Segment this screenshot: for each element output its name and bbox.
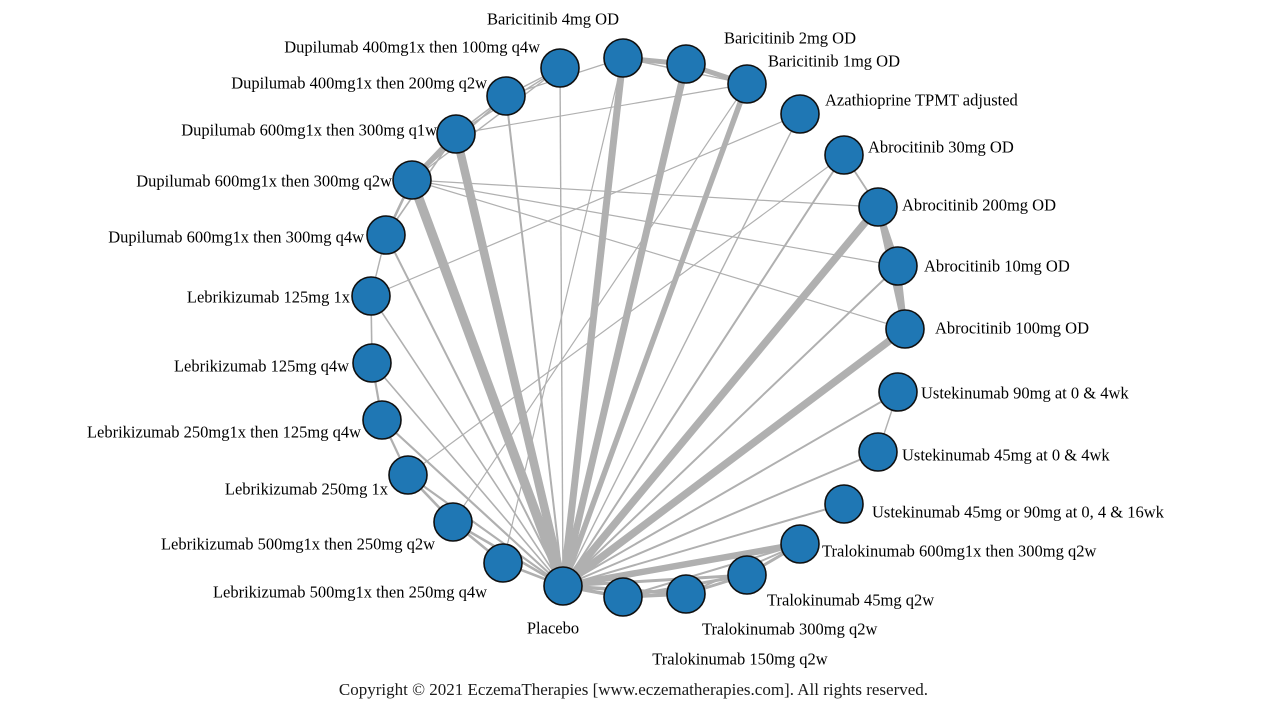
network-edge <box>560 83 750 587</box>
nodes-group <box>351 38 925 617</box>
network-node[interactable] <box>666 574 706 614</box>
network-edge <box>560 326 908 589</box>
network-node[interactable] <box>351 276 391 316</box>
network-edge <box>452 83 748 523</box>
network-node[interactable] <box>603 38 643 78</box>
network-edge <box>411 67 561 181</box>
network-edge <box>371 362 564 587</box>
network-node[interactable] <box>878 246 918 286</box>
network-edge <box>370 113 801 297</box>
network-node[interactable] <box>486 76 526 116</box>
network-node[interactable] <box>483 543 523 583</box>
network-edge <box>407 154 845 476</box>
network-edge <box>562 451 879 587</box>
copyright-notice: Copyright © 2021 EczemaTherapies [www.ec… <box>338 680 929 699</box>
network-edge <box>411 179 906 330</box>
network-node[interactable] <box>366 215 406 255</box>
network-edge <box>562 503 845 587</box>
network-node[interactable] <box>436 114 476 154</box>
network-node[interactable] <box>878 372 918 412</box>
network-node[interactable] <box>666 44 706 84</box>
network-node[interactable] <box>824 135 864 175</box>
network-node[interactable] <box>352 343 392 383</box>
network-node[interactable] <box>885 309 925 349</box>
network-edge <box>562 154 845 587</box>
network-edge <box>407 474 564 587</box>
network-edge <box>622 543 801 598</box>
network-node[interactable] <box>727 555 767 595</box>
network-edge <box>562 265 899 587</box>
network-node[interactable] <box>858 432 898 472</box>
network-edge <box>505 95 564 587</box>
network-edge <box>370 295 564 587</box>
network-edge <box>562 391 899 587</box>
network-node[interactable] <box>824 484 864 524</box>
network-edge <box>451 133 568 587</box>
network-edge <box>455 83 748 135</box>
network-node[interactable] <box>392 160 432 200</box>
network-edge <box>560 204 881 589</box>
network-node[interactable] <box>362 400 402 440</box>
network-node[interactable] <box>727 64 767 104</box>
network-edge <box>407 178 568 588</box>
network-edge <box>381 419 564 587</box>
network-edge <box>385 234 564 587</box>
network-node[interactable] <box>388 455 428 495</box>
network-node[interactable] <box>858 187 898 227</box>
network-node[interactable] <box>603 577 643 617</box>
network-node[interactable] <box>540 48 580 88</box>
network-edge <box>562 540 801 590</box>
network-node[interactable] <box>543 566 583 606</box>
network-edge <box>559 63 690 587</box>
network-edge <box>411 179 899 267</box>
network-edge <box>559 57 627 587</box>
network-node[interactable] <box>780 524 820 564</box>
network-edge <box>559 67 564 587</box>
network-edge <box>411 179 879 208</box>
network-edge <box>502 57 624 564</box>
network-node[interactable] <box>780 94 820 134</box>
network-edge <box>562 113 801 587</box>
network-edge <box>562 573 748 588</box>
network-node[interactable] <box>433 502 473 542</box>
